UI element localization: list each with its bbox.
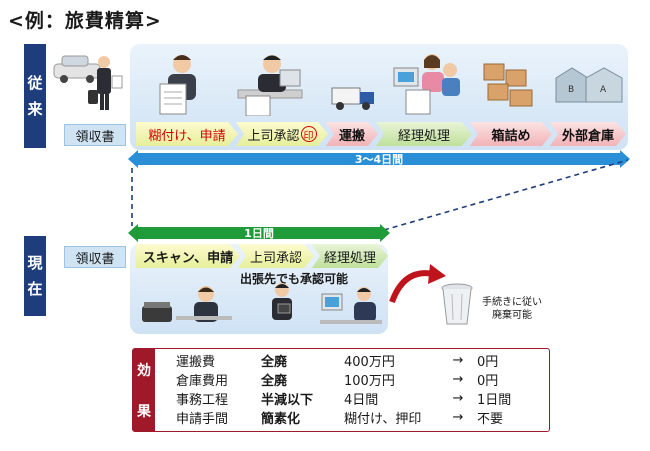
step-transport: 運搬 (326, 122, 378, 146)
before-side-label: 従 来 (24, 44, 46, 148)
page-title: <例：旅費精算> (8, 10, 162, 32)
traveler-taxi-icon (53, 55, 123, 110)
delivery-truck-icon (331, 87, 374, 110)
manager-approval-icon (237, 55, 303, 116)
disposal-note: 手続きに従い 廃棄可能 (482, 297, 542, 321)
trash-can-icon (441, 283, 473, 325)
step-boss-approval: 上司承認印 (236, 122, 328, 146)
effect-row: 事務工程 半減以下 4日間 → 1日間 (176, 391, 512, 408)
svg-text:A: A (600, 85, 607, 95)
accounting-staff-icon (393, 54, 460, 115)
warehouse-icon: B A (555, 67, 623, 103)
effect-row: 運搬費 全廃 400万円 → 0円 (176, 353, 499, 370)
to-disposal-arrow (389, 264, 446, 304)
boxes-icon (483, 63, 533, 107)
step-boss-approval-new: 上司承認 (238, 244, 314, 268)
effect-row: 倉庫費用 全廃 100万円 → 0円 (176, 372, 499, 389)
scanner-worker-icon (142, 286, 232, 322)
worker-pasting-icon (159, 55, 196, 115)
seal-stamp-icon: 印 (301, 126, 317, 142)
before-receipt-label: 領収書 (64, 124, 126, 146)
after-duration-label: 1日間 (244, 227, 274, 240)
remote-approval-note: 出張先でも承認可能 (240, 272, 349, 286)
before-duration-label: 3～4日間 (354, 153, 404, 166)
step-accounting-new: 経理処理 (312, 244, 388, 268)
after-receipt-label: 領収書 (64, 246, 126, 268)
step-external-warehouse: 外部倉庫 (550, 122, 626, 146)
effects-table: 運搬費 全廃 400万円 → 0円 倉庫費用 全廃 100万円 → 0円 事務工… (176, 351, 547, 427)
step-paste-apply: 糊付け、申請 (136, 122, 238, 146)
svg-text:B: B (568, 85, 574, 95)
tablet-user-icon (272, 283, 292, 320)
before-duration-arrow (128, 150, 630, 168)
effect-row: 申請手間 簡素化 糊付け、押印 → 不要 (176, 410, 504, 427)
step-boxing: 箱詰め (470, 122, 552, 146)
effects-box (132, 348, 550, 432)
accounting-pc-icon (320, 287, 382, 324)
step-scan-apply: スキャン、申請 (136, 244, 240, 268)
after-side-label: 現 在 (24, 236, 46, 316)
effects-side-label: 効 果 (133, 349, 155, 431)
after-duration-arrow (128, 224, 390, 242)
step-accounting: 経理処理 (376, 122, 472, 146)
